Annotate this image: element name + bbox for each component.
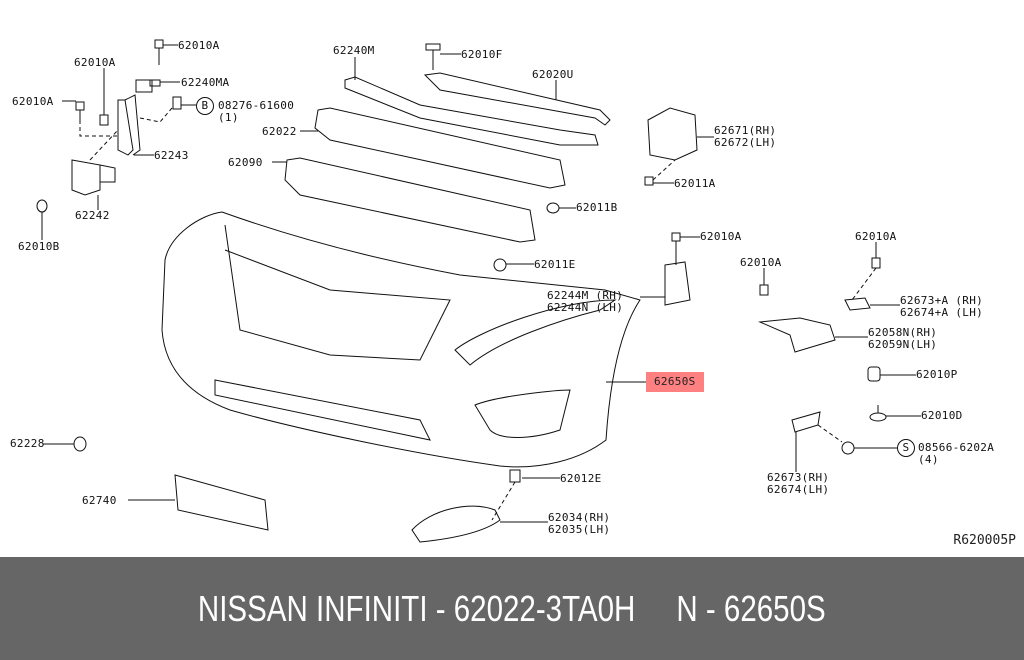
part-label: 62244N (LH) [547, 301, 624, 314]
part-label: 62240MA [181, 76, 230, 89]
part-label: 62010A [74, 56, 116, 69]
part-label: 62020U [532, 68, 574, 81]
part-label: 62010F [461, 48, 503, 61]
part-label: 62740 [82, 494, 117, 507]
part-label: 62673+A (RH) [900, 294, 984, 307]
screw-marker-s: S [897, 439, 917, 457]
part-label: 62010B [18, 240, 60, 253]
highlighted-part-label[interactable]: 62650S [646, 372, 704, 392]
part-label: 62674+A (LH) [900, 306, 984, 319]
right-side-parts-icon [640, 107, 921, 472]
footer-part-numbers: NISSAN INFINITI - 62022-3TA0H N - 62650S [198, 587, 826, 629]
part-label: 62243 [154, 149, 189, 162]
part-label: 62010A [855, 230, 897, 243]
bracket-assembly-icon [36, 39, 196, 240]
part-label: 62035(LH) [548, 523, 611, 536]
bumper-fascia-icon [43, 211, 646, 543]
footer-banner: NISSAN INFINITI - 62022-3TA0H N - 62650S [0, 557, 1024, 660]
parts-diagram: 62010A 62010A 62240MA 62010A B 08276-616… [10, 39, 1016, 548]
part-label: 62228 [10, 437, 45, 450]
part-label: 62034(RH) [548, 511, 611, 524]
part-label: 62673(RH) [767, 471, 830, 484]
part-label: 62010A [12, 95, 54, 108]
part-label: 62022 [262, 125, 297, 138]
part-label: 62240M [333, 44, 375, 57]
circled-b-icon: B [196, 97, 214, 115]
part-label: 62011E [534, 258, 576, 271]
part-label: 62671(RH) [714, 124, 777, 137]
part-label: 62012E [560, 472, 602, 485]
part-label: 62059N(LH) [868, 338, 938, 351]
part-label: 62674(LH) [767, 483, 830, 496]
exploded-view-drawing [36, 39, 921, 543]
part-label: 62011B [576, 201, 618, 214]
part-label: 08276-61600 [218, 99, 295, 112]
bolt-marker-b: B [196, 97, 216, 115]
part-label-qty: (4) [918, 453, 939, 466]
part-label: 62010D [921, 409, 963, 422]
part-label: 62090 [228, 156, 263, 169]
part-label: 08566-6202A [918, 441, 995, 454]
part-label: 62011A [674, 177, 716, 190]
part-label: 62058N(RH) [868, 326, 938, 339]
circled-s-icon: S [897, 439, 915, 457]
part-label: 62010A [740, 256, 782, 269]
part-label: 62244M (RH) [547, 289, 624, 302]
part-label: 62010P [916, 368, 958, 381]
part-label: 62010A [178, 39, 220, 52]
part-label: 62672(LH) [714, 136, 777, 149]
diagram-reference-code: R620005P [953, 533, 1016, 548]
part-label: 62010A [700, 230, 742, 243]
bumper-reinforcement-icon [272, 43, 611, 272]
part-label: 62242 [75, 209, 110, 222]
part-label-qty: (1) [218, 111, 239, 124]
